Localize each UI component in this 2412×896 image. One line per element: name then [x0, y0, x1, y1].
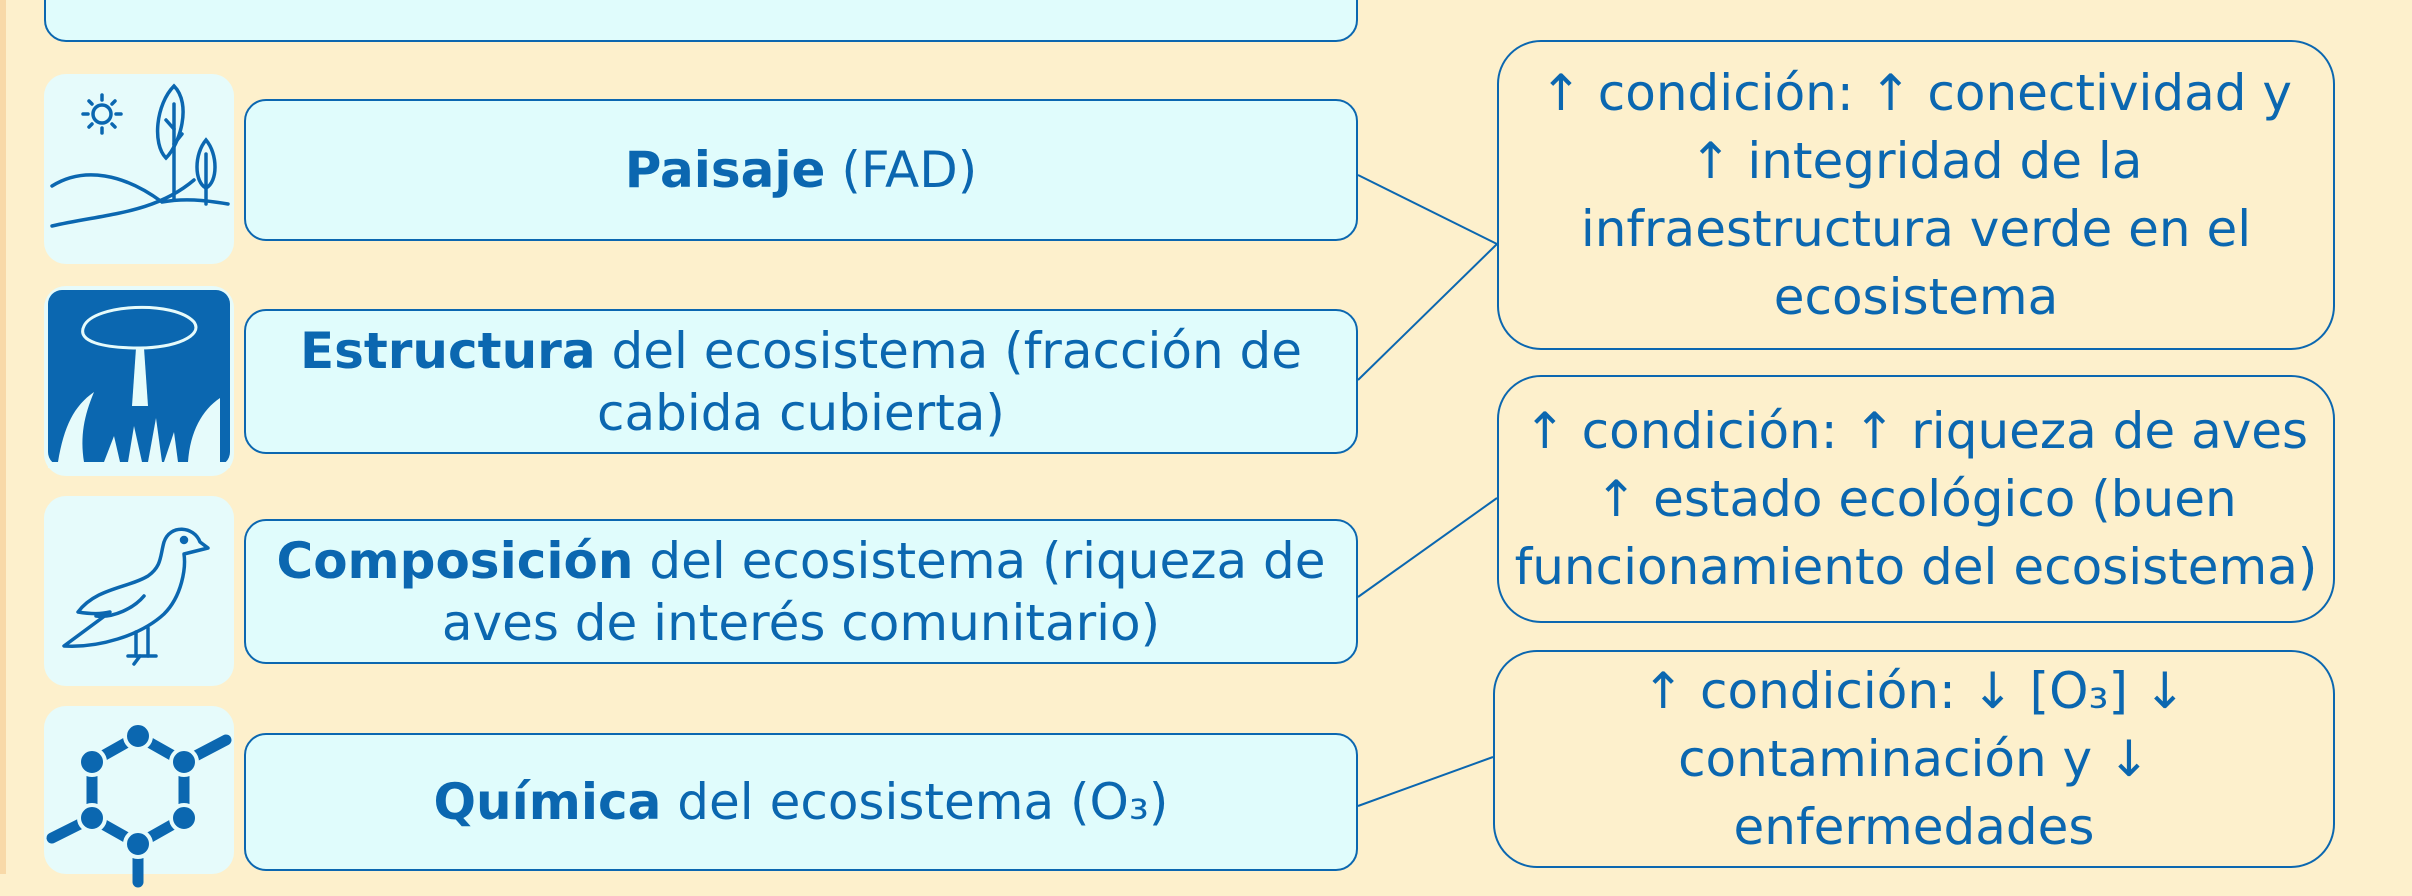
result-conectividad-line-4: ecosistema — [1773, 268, 2059, 326]
landscape-icon-box — [44, 74, 234, 264]
connector-composicion — [1357, 497, 1498, 598]
row-composicion-bold: Composición — [276, 531, 634, 590]
row-paisaje: Paisaje (FAD) — [244, 99, 1358, 241]
row-quimica: Química del ecosistema (O₃) — [244, 733, 1358, 871]
top-partial-box — [44, 0, 1358, 42]
row-estructura-bold: Estructura — [299, 321, 596, 380]
left-edge-strip — [0, 0, 6, 874]
result-riqueza-aves-line-3: funcionamiento del ecosistema) — [1514, 538, 2318, 596]
bird-icon — [62, 527, 210, 666]
result-ozono-line-2: contaminación y ↓ — [1678, 730, 2150, 788]
result-ozono-line-3: enfermedades — [1733, 798, 2095, 856]
landscape-icon — [50, 83, 230, 228]
row-estructura: Estructura del ecosistema (fracción de c… — [244, 309, 1358, 454]
row-paisaje-text: (FAD) — [825, 141, 978, 199]
connector-paisaje — [1357, 174, 1498, 245]
row-estructura-text: del ecosistema (fracción de cabida cubie… — [595, 321, 1303, 442]
connector-lines — [1357, 174, 1498, 807]
row-quimica-bold: Química — [433, 773, 662, 831]
result-conectividad-line-2: ↑ integridad de la — [1689, 132, 2143, 190]
result-riqueza-aves-line-2: ↑ estado ecológico (buen — [1595, 470, 2237, 528]
row-paisaje-bold: Paisaje — [624, 141, 826, 199]
connector-estructura — [1357, 243, 1498, 381]
forest-icon-box — [44, 286, 234, 476]
bird-icon-box — [44, 496, 234, 686]
result-conectividad-line-3: infraestructura verde en el — [1580, 200, 2252, 258]
result-riqueza-aves: ↑ condición: ↑ riqueza de aves ↑ estado … — [1497, 375, 2335, 623]
result-conectividad-line-1: ↑ condición: ↑ conectividad y — [1540, 64, 2292, 122]
result-conectividad: ↑ condición: ↑ conectividad y ↑ integrid… — [1497, 40, 2335, 350]
row-quimica-text: del ecosistema (O₃) — [661, 773, 1169, 831]
connector-quimica — [1357, 756, 1494, 807]
result-ozono: ↑ condición: ↓ [O₃] ↓ contaminación y ↓ … — [1493, 650, 2335, 868]
row-composicion: Composición del ecosistema (riqueza de a… — [244, 519, 1358, 664]
result-riqueza-aves-line-1: ↑ condición: ↑ riqueza de aves — [1523, 402, 2309, 460]
molecule-icon-box — [44, 706, 234, 888]
result-ozono-line-1: ↑ condición: ↓ [O₃] ↓ — [1642, 662, 2186, 720]
row-composicion-text: del ecosistema (riqueza de aves de inter… — [441, 531, 1326, 652]
forest-icon — [48, 290, 230, 468]
molecule-icon — [46, 721, 232, 888]
